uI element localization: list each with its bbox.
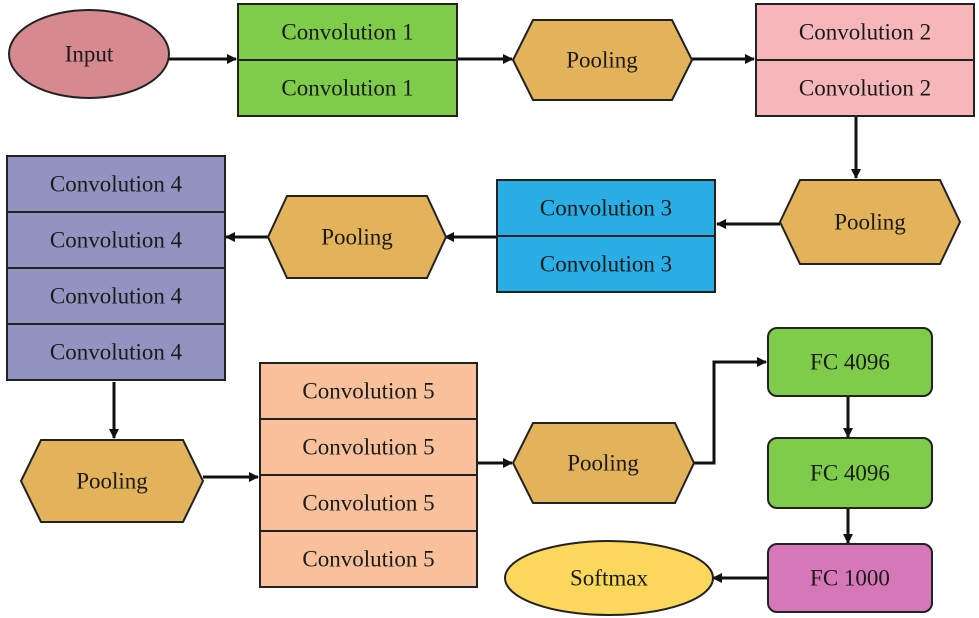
softmax-node: Softmax — [504, 540, 714, 616]
conv-block-3: Convolution 3 Convolution 3 — [496, 179, 716, 293]
conv-cell-box — [755, 3, 975, 61]
conv-cell-box — [259, 418, 478, 476]
conv-cell-label: Convolution 3 — [540, 196, 672, 221]
conv-cell: Convolution 5 — [259, 362, 478, 420]
conv-cell-label: Convolution 4 — [50, 284, 183, 309]
conv-cell-box — [496, 235, 716, 293]
pooling-node-5: Pooling — [511, 422, 696, 504]
fc-box — [767, 543, 933, 613]
conv-cell: Convolution 1 — [237, 3, 458, 61]
fc-node-2: FC 4096 — [767, 437, 933, 509]
conv-cell: Convolution 4 — [6, 211, 226, 269]
fc-node-3: FC 1000 — [767, 543, 933, 613]
pooling-hexagon — [778, 179, 962, 265]
conv-block-2: Convolution 2 Convolution 2 — [755, 3, 975, 117]
conv-cell-box — [259, 474, 478, 532]
conv-cell-label: Convolution 4 — [50, 228, 183, 253]
conv-cell-label: Convolution 3 — [540, 252, 672, 277]
softmax-label: Softmax — [570, 566, 648, 591]
fc-label: FC 4096 — [810, 350, 890, 375]
pooling-label: Pooling — [321, 225, 393, 250]
conv-cell-box — [237, 59, 458, 117]
input-ellipse — [8, 9, 170, 99]
conv-cell: Convolution 5 — [259, 418, 478, 476]
conv-cell: Convolution 4 — [6, 323, 226, 381]
fc-label: FC 4096 — [810, 461, 890, 486]
pooling-label: Pooling — [566, 48, 638, 73]
conv-block-4: Convolution 4 Convolution 4 Convolution 4 C… — [6, 155, 226, 381]
pooling-node-4: Pooling — [19, 439, 205, 523]
fc-node-1: FC 4096 — [767, 327, 933, 397]
conv-cell: Convolution 2 — [755, 59, 975, 117]
pooling-label: Pooling — [567, 451, 639, 476]
pooling-label: Pooling — [76, 469, 148, 494]
conv-cell-label: Convolution 2 — [799, 76, 931, 101]
conv-cell-label: Convolution 5 — [302, 491, 434, 516]
conv-cell-label: Convolution 5 — [302, 379, 434, 404]
conv-cell: Convolution 3 — [496, 179, 716, 237]
conv-block-1: Convolution 1 Convolution 1 — [237, 3, 458, 117]
pooling-label: Pooling — [834, 210, 906, 235]
fc-box — [767, 327, 933, 397]
pooling-node-2: Pooling — [778, 179, 962, 265]
conv-cell: Convolution 4 — [6, 267, 226, 325]
arrow-pool5-to-fc1 — [694, 357, 767, 465]
conv-block-5: Convolution 5 Convolution 5 Convolution 5 C… — [259, 362, 478, 588]
pooling-hexagon — [511, 19, 694, 101]
pooling-node-3: Pooling — [266, 195, 448, 279]
fc-label: FC 1000 — [810, 566, 890, 591]
pooling-node-1: Pooling — [511, 19, 694, 101]
conv-cell-label: Convolution 2 — [799, 20, 931, 45]
conv-cell: Convolution 1 — [237, 59, 458, 117]
conv-cell: Convolution 3 — [496, 235, 716, 293]
conv-cell-box — [259, 530, 478, 588]
conv-cell-box — [6, 267, 226, 325]
pooling-hexagon — [19, 439, 205, 523]
conv-cell: Convolution 5 — [259, 474, 478, 532]
conv-cell-label: Convolution 4 — [50, 340, 183, 365]
connectors — [109, 54, 861, 583]
input-label: Input — [65, 42, 114, 67]
conv-cell-box — [237, 3, 458, 61]
conv-cell-label: Convolution 1 — [281, 76, 413, 101]
fc-box — [767, 437, 933, 509]
softmax-ellipse — [504, 540, 714, 616]
pooling-hexagon — [266, 195, 448, 279]
conv-cell-box — [259, 362, 478, 420]
conv-cell-label: Convolution 5 — [302, 547, 434, 572]
conv-cell-label: Convolution 1 — [281, 20, 413, 45]
conv-cell-label: Convolution 4 — [50, 172, 183, 197]
conv-cell: Convolution 5 — [259, 530, 478, 588]
conv-cell-box — [496, 179, 716, 237]
conv-cell: Convolution 2 — [755, 3, 975, 61]
pooling-hexagon — [511, 422, 696, 504]
conv-cell-box — [6, 323, 226, 381]
conv-cell-label: Convolution 5 — [302, 435, 434, 460]
input-node: Input — [8, 9, 170, 99]
conv-cell-box — [755, 59, 975, 117]
conv-cell: Convolution 4 — [6, 155, 226, 213]
